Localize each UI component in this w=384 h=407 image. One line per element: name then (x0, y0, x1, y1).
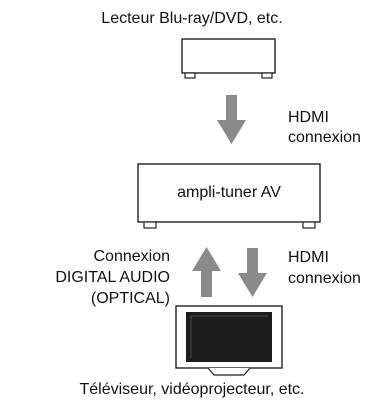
arrow-up-icon (192, 247, 221, 297)
source-device-label: Lecteur Blu-ray/DVD, etc. (101, 10, 283, 27)
bluray-player-icon (181, 38, 276, 79)
optical-link-label: (OPTICAL) (90, 290, 170, 307)
receiver-label: ampli-tuner AV (177, 184, 281, 201)
tv-label: Téléviseur, vidéoprojecteur, etc. (79, 381, 305, 398)
arrow-down-icon (217, 95, 246, 144)
optical-link-label: Connexion (93, 248, 171, 265)
hdmi-link-label: HDMI (288, 109, 329, 126)
hdmi-link-label: connexion (288, 270, 361, 287)
hdmi-link-label: HDMI (288, 249, 329, 266)
hdmi-link-label: connexion (288, 129, 361, 146)
av-receiver-icon (137, 163, 321, 229)
tv-icon (175, 305, 283, 376)
optical-link-label: DIGITAL AUDIO (55, 269, 170, 286)
arrow-down-icon (238, 248, 267, 297)
